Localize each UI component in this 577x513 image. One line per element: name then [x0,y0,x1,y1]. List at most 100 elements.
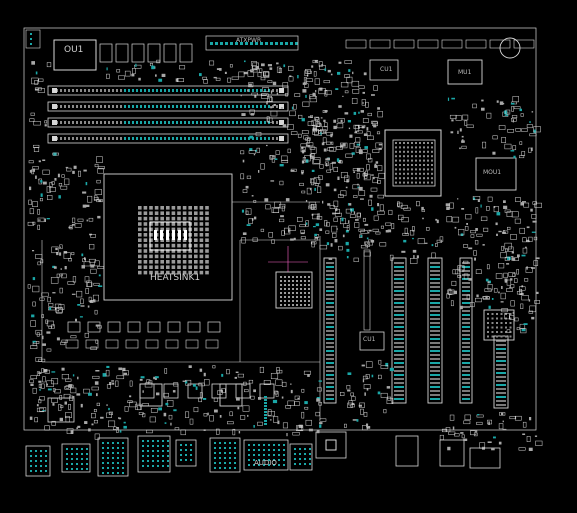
dimm-pin [112,121,114,124]
rear-io-pin [142,450,144,452]
dimm-pin [92,105,94,108]
smd-pad [498,441,502,445]
smd-pad [387,229,392,233]
rear-io-pin [107,472,109,474]
smd-part [340,392,345,396]
smd-part [345,153,353,158]
smd-pad [305,94,307,98]
smd-part [105,369,110,377]
smd-pad [377,391,381,395]
rear-io-pin [45,470,47,472]
atx-pin [225,42,228,45]
rear-io-pin [180,444,182,446]
cpu-pad [166,206,170,210]
smd-part [93,197,99,200]
smd-pad [90,264,95,268]
smd-part [516,291,523,295]
smd-pad [326,163,328,167]
smd-part [519,155,525,159]
io-chip-ball [491,335,494,338]
smd-part [37,88,45,93]
dimm-pin [68,121,70,124]
smd-part [314,78,320,85]
smd-pad [368,229,372,232]
rear-io-pin [66,468,68,470]
cpu-pad [138,211,142,215]
smd-pad [330,133,333,138]
smd-pad [117,427,119,430]
rear-io-pin [224,452,226,454]
smd-pad [38,372,42,374]
header-top [513,39,535,49]
smd-pad [320,132,322,135]
smd-part [309,96,317,103]
pcie-pin [462,342,470,344]
smd-part [349,142,355,149]
smd-part [257,421,263,426]
smd-pad [492,151,496,155]
rear-io-pin [304,463,306,465]
smd-pad [450,131,454,134]
rear-io-pin [107,462,109,464]
pcie-pin [430,274,440,276]
southbridge-ball [407,146,409,149]
io-chip-ball [509,326,512,329]
smd-pad [37,219,41,221]
southbridge-ball [395,177,397,180]
pcie-pin [326,262,334,264]
pcie-pin [326,314,334,316]
smd-part [506,329,511,333]
dimm-pin [136,105,138,108]
smd-pad [47,388,52,391]
smd-pad [424,242,428,244]
southbridge-ball [423,168,425,171]
rear-io-pin [219,462,221,464]
pcie-pin [326,270,334,272]
smd-pad [377,203,380,207]
rear-io-pin [162,455,164,457]
vrm-choke [147,321,161,333]
smd-part [520,328,527,334]
label-cu1-top: CU1 [380,66,393,73]
smd-pad [531,267,535,269]
rear-io-pin [229,467,231,469]
dimm-pin [64,137,66,140]
dimm-pin [124,89,126,92]
rear-io-pin [234,457,236,459]
smd-part [298,114,303,119]
smd-pad [241,209,244,213]
smd-pad [526,239,530,243]
smd-pad [468,247,473,250]
pcie-pin [430,362,440,364]
ou1-block [53,39,97,71]
smd-pad [301,171,304,175]
smd-part [149,416,156,423]
dimm-pin [128,121,130,124]
smd-part [356,130,363,134]
smd-part [495,273,503,279]
southbridge-ball [423,150,425,153]
smd-part [402,232,409,236]
smd-pad [276,92,279,95]
rear-io-pin [219,457,221,459]
smd-pad [91,423,94,426]
smd-pad [29,169,33,173]
smd-part [38,383,42,388]
smd-pad [502,428,507,431]
dimm-pin [232,137,234,140]
smd-pad [535,291,539,294]
rear-io-pin [157,455,159,457]
smd-part [458,229,465,236]
pcie-pin [462,346,470,348]
rear-io-pin [224,462,226,464]
cpu-pad [199,249,204,253]
smd-part [65,416,70,423]
label-ou1: OU1 [64,45,84,55]
smd-pad [30,383,34,386]
io-chip-ball [505,326,507,329]
smd-pad [84,421,88,424]
smd-pad [352,419,357,421]
rear-io-pin [214,467,216,469]
cpu-pad [143,254,148,259]
dimm-pin [96,137,98,140]
